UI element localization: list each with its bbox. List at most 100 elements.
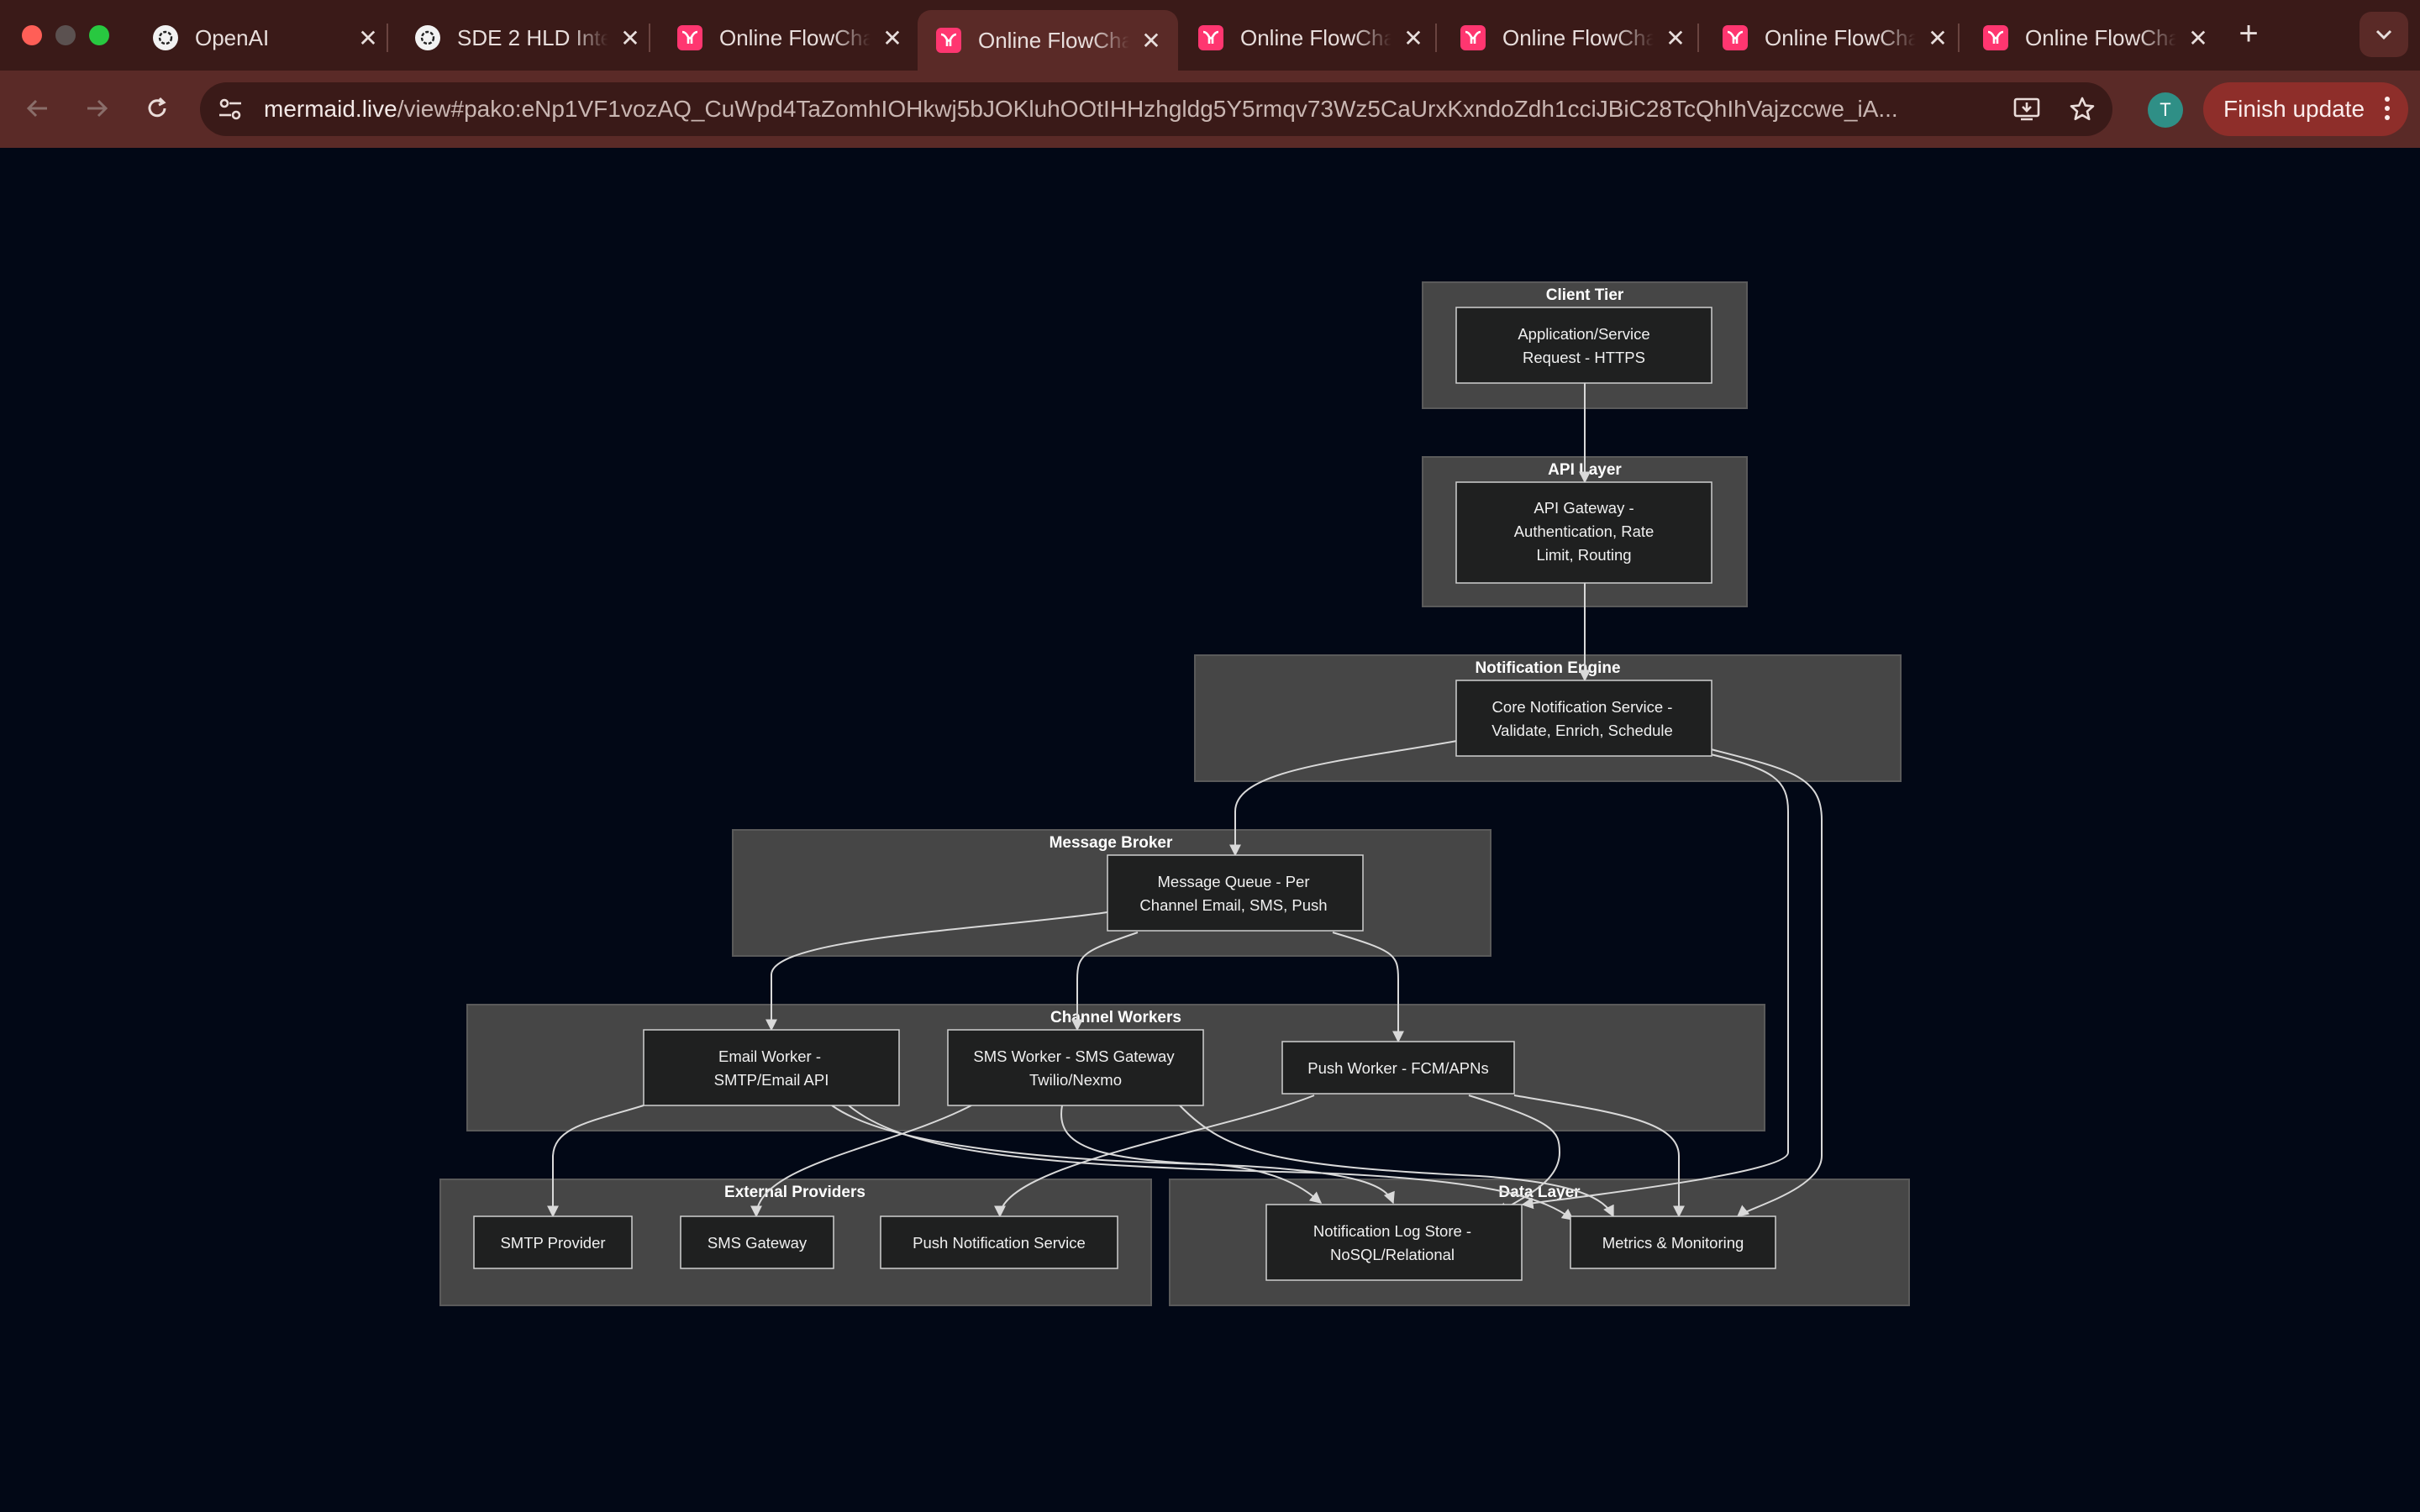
edges [547,383,1823,1221]
close-tab-icon[interactable]: ✕ [620,24,640,51]
flowchart-diagram: Client Tier API Layer Notification Engin… [439,281,1910,1306]
node-label-line: Message Queue - Per [1158,873,1310,890]
cluster-title: External Providers [724,1184,865,1201]
node-label-line: API Gateway - [1534,499,1634,517]
tab-separator [387,24,388,52]
mermaid-icon [677,25,702,50]
edge-core-to-logstore [1521,753,1789,1210]
reload-button[interactable] [136,87,178,129]
arrow-right-icon [87,99,108,118]
node-client-request[interactable]: Application/Service Request - HTTPS [1455,307,1712,384]
browser-tab-mermaid-1[interactable]: Online FlowChart & Diagrams Editor ✕ [659,10,919,66]
close-tab-icon[interactable]: ✕ [1928,24,1948,51]
edge-push-to-metrics [1513,1095,1685,1218]
cluster-title: Channel Workers [1050,1009,1181,1026]
openai-icon [153,25,178,50]
browser-tab-sde2[interactable]: SDE 2 HLD Interview ✕ [397,10,657,66]
node-label-line: Core Notification Service - [1492,698,1673,716]
edge-sms-to-smsgw [750,1105,972,1218]
more-menu-icon[interactable] [2385,97,2390,124]
mermaid-icon [1460,25,1486,50]
browser-tab-mermaid-6[interactable]: Online FlowChart & Diagrams Editor ✕ [1965,10,2225,66]
forward-button[interactable] [76,87,118,129]
close-tab-icon[interactable]: ✕ [1403,24,1423,51]
edge-queue-to-sms [1071,932,1139,1032]
edge-queue-to-email [765,911,1108,1032]
node-label-line: SMS Gateway [708,1234,808,1252]
node-metrics-monitoring[interactable]: Metrics & Monitoring [1570,1215,1776,1269]
bookmark-star-icon[interactable] [2064,91,2101,128]
node-label-line: Push Worker - FCM/APNs [1307,1059,1489,1077]
mermaid-icon [1723,25,1748,50]
close-window-button[interactable] [22,25,42,45]
tab-title: Online FlowChart & Diagrams Editor [1240,24,1392,50]
edge-core-to-queue [1229,740,1458,857]
cluster-title: Data Layer [1498,1184,1581,1201]
node-label-line: SMS Worker - SMS Gateway [973,1047,1175,1065]
node-sms-gateway[interactable]: SMS Gateway [680,1215,834,1269]
url-text[interactable]: mermaid.live/view#pako:eNp1VF1vozAQ_CuWp… [264,82,1953,136]
node-push-worker[interactable]: Push Worker - FCM/APNs [1281,1041,1515,1095]
node-notification-log-store[interactable]: Notification Log Store - NoSQL/Relationa… [1265,1204,1523,1281]
diagram-canvas[interactable]: Client Tier API Layer Notification Engin… [0,148,2420,1512]
cluster-title: Notification Engine [1475,659,1620,677]
tab-search-button[interactable] [2360,12,2408,57]
node-label-line: Metrics & Monitoring [1602,1234,1744,1252]
node-label-line: Push Notification Service [913,1234,1086,1252]
tab-separator [1435,24,1437,52]
node-label-line: Channel Email, SMS, Push [1139,896,1327,914]
site-info-icon[interactable] [212,91,249,128]
browser-tab-mermaid-active[interactable]: Online FlowChart & Diagrams Editor ✕ [918,10,1178,71]
node-email-worker[interactable]: Email Worker - SMTP/Email API [643,1029,900,1106]
node-core-notification-service[interactable]: Core Notification Service - Validate, En… [1455,680,1712,757]
browser-tab-strip: OpenAI ✕ SDE 2 HLD Interview ✕ Online Fl… [0,0,2420,71]
edge-email-to-metrics [848,1105,1575,1221]
browser-tab-openai[interactable]: OpenAI ✕ [134,10,395,66]
browser-tab-mermaid-5[interactable]: Online FlowChart & Diagrams Editor ✕ [1704,10,1965,66]
node-message-queue[interactable]: Message Queue - Per Channel Email, SMS, … [1107,854,1364,932]
finish-update-label: Finish update [2223,96,2365,122]
tab-title: Online FlowChart & Diagrams Editor [1765,24,1916,50]
profile-avatar[interactable]: T [2148,92,2183,128]
close-tab-icon[interactable]: ✕ [882,24,902,51]
install-app-icon[interactable] [2008,91,2045,128]
node-api-gateway[interactable]: API Gateway - Authentication, Rate Limit… [1455,481,1712,584]
tab-title: Online FlowChart & Diagrams Editor [978,27,1129,53]
tab-separator [1697,24,1699,52]
node-push-notification-service[interactable]: Push Notification Service [880,1215,1118,1269]
tab-separator [1958,24,1960,52]
url-path: /view#pako:eNp1VF1vozAQ_CuWpd4TaZomhIOHk… [397,96,1898,122]
edge-push-to-pushsvc [994,1095,1315,1218]
close-tab-icon[interactable]: ✕ [1141,27,1161,54]
edge-email-to-smtp [547,1105,644,1218]
browser-tab-mermaid-3[interactable]: Online FlowChart & Diagrams Editor ✕ [1180,10,1440,66]
node-sms-worker[interactable]: SMS Worker - SMS Gateway Twilio/Nexmo [947,1029,1204,1106]
node-label-line: Validate, Enrich, Schedule [1491,722,1673,739]
mermaid-icon [1198,25,1223,50]
tab-title: SDE 2 HLD Interview [457,24,608,50]
openai-icon [415,25,440,50]
finish-update-button[interactable]: Finish update [2203,82,2408,136]
close-tab-icon[interactable]: ✕ [358,24,378,51]
close-tab-icon[interactable]: ✕ [2188,24,2208,51]
edge-sms-to-logstore [1060,1105,1395,1205]
cluster-title: Message Broker [1050,834,1173,852]
edge-push-to-logstore [1468,1095,1561,1214]
back-button[interactable] [17,87,59,129]
browser-tab-mermaid-4[interactable]: Online FlowChart & Diagrams Editor ✕ [1442,10,1702,66]
edge-core-to-metrics [1710,748,1823,1217]
node-smtp-provider[interactable]: SMTP Provider [473,1215,633,1269]
edge-email-to-logstore [831,1105,1323,1204]
chevron-down-icon [2375,29,2392,40]
mermaid-icon [1983,25,2008,50]
minimize-window-button[interactable] [55,25,76,45]
node-label-line: SMTP/Email API [714,1071,829,1089]
address-bar[interactable]: mermaid.live/view#pako:eNp1VF1vozAQ_CuWp… [200,82,2112,136]
reload-icon [148,97,166,118]
node-label-line: Request - HTTPS [1523,349,1645,366]
cluster-title: Client Tier [1546,286,1624,304]
new-tab-button[interactable]: + [2238,15,2259,52]
node-label-line: Twilio/Nexmo [1029,1071,1122,1089]
maximize-window-button[interactable] [89,25,109,45]
close-tab-icon[interactable]: ✕ [1665,24,1686,51]
